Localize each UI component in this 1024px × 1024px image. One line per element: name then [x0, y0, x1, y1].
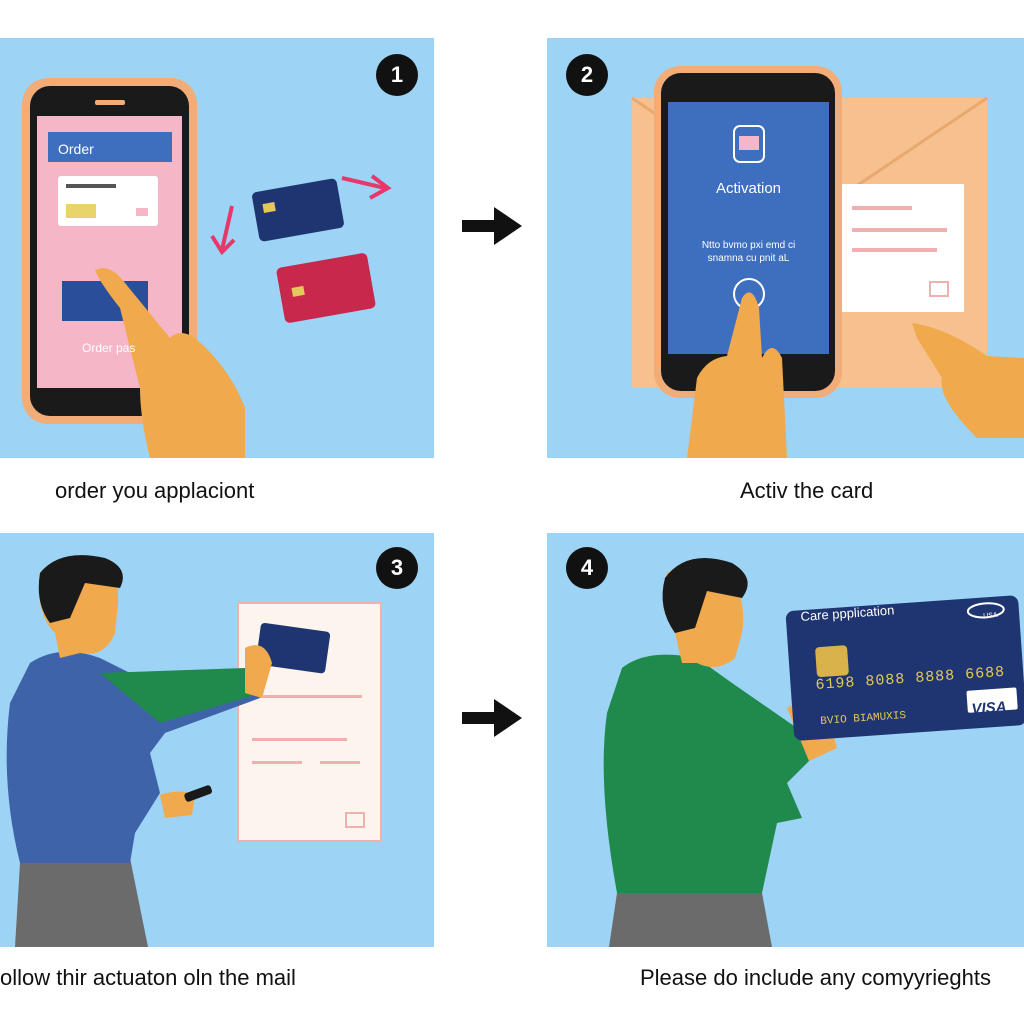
- green-sweater: [603, 654, 812, 893]
- left-hand: [687, 292, 787, 458]
- visa-logo: VISA: [971, 698, 1008, 718]
- right-hand: [912, 323, 1024, 438]
- order-screen-bottom-text: Order pas: [82, 341, 136, 355]
- pants: [609, 893, 772, 947]
- hand: [95, 268, 245, 458]
- credit-card: [785, 595, 1024, 741]
- step-2-illustration: [631, 66, 1024, 458]
- activation-screen-title: Activation: [715, 180, 782, 197]
- order-header-bar: [48, 132, 172, 162]
- step-1-illustration: [22, 78, 392, 458]
- card-icon: [733, 125, 765, 163]
- step-number-badge: 4: [566, 547, 608, 589]
- activation-screen-line-1: Ntto bvmo pxi emd ci: [701, 240, 796, 251]
- step-number-badge: 2: [566, 54, 608, 96]
- next-step-arrow-icon: [462, 699, 522, 737]
- blue-card: [252, 178, 344, 242]
- step-4-panel: 4 Care ppplication 6198 8088 8888 6688 B…: [547, 533, 1024, 947]
- hair: [38, 555, 123, 623]
- step-3-illustration: [6, 555, 382, 947]
- card-chip: [815, 645, 849, 678]
- step-4-caption: Please do include any comyyrieghts: [640, 965, 991, 990]
- step-1-panel: 1 Order Order pas: [0, 38, 434, 458]
- step-number-badge: 3: [376, 547, 418, 589]
- step-4-illustration: [603, 558, 1024, 947]
- order-form-card: [58, 176, 158, 226]
- next-step-arrow-icon: [462, 207, 522, 245]
- order-screen-title: Order: [58, 141, 94, 157]
- step-2-panel: 2 Activation Ntto bvmo pxi emd ci snamna…: [547, 38, 1024, 458]
- step-3-panel: 3: [0, 533, 434, 947]
- pants: [15, 858, 148, 947]
- card-brand-mark: USA: [983, 611, 998, 620]
- phone: [184, 785, 213, 802]
- step-number-badge: 1: [376, 54, 418, 96]
- step-3-caption: ollow thir actuaton oln the mail: [0, 965, 296, 990]
- step-2-caption: Activ the card: [740, 478, 874, 503]
- step-1-caption: order you applaciont: [55, 478, 255, 503]
- hair: [662, 558, 748, 633]
- green-sleeve: [100, 668, 262, 723]
- red-card: [276, 253, 376, 323]
- held-card: [255, 622, 331, 674]
- activation-screen-line-2: snamna cu pnit aL: [707, 253, 790, 264]
